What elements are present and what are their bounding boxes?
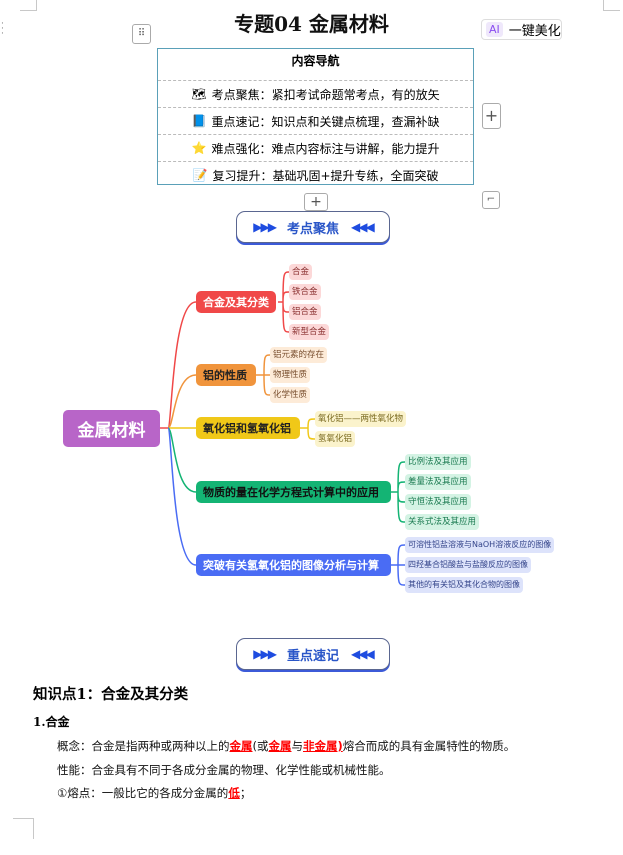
leaf-node: 比例法及其应用 [405, 454, 471, 470]
arrows-right-icon: ▶▶▶ [253, 647, 277, 661]
leaf-node: 化学性质 [270, 387, 311, 403]
leaf-node: 铁合金 [289, 284, 321, 300]
text: 熔合而成的具有金属特性的物质。 [342, 739, 516, 753]
leaf-node: 氢氧化铝 [315, 431, 356, 447]
text: ； [239, 786, 252, 800]
nav-row-text: 难点强化：难点内容标注与讲解，能力提升 [211, 141, 440, 156]
book-icon: 📘 [191, 114, 207, 128]
star-icon: ⭐ [191, 141, 207, 155]
leaf-node: 其他的有关铝及其化合物的图像 [405, 577, 523, 593]
branch-alumina-hydroxide: 氧化铝和氢氧化铝 [196, 417, 300, 439]
leaf-node: 守恒法及其应用 [405, 494, 471, 510]
content-nav-table: 内容导航 🗺 考点聚焦：紧扣考试命题常考点，有的放矢 📘 重点速记：知识点和关键点梳… [157, 48, 474, 185]
banner-label: 考点聚焦 [286, 221, 339, 237]
paragraph-concept: 概念：合金是指两种或两种以上的金属(或金属与非金属)熔合而成的具有金属特性的物质… [57, 738, 515, 754]
leaf-node: 合金 [289, 264, 313, 280]
add-row-button[interactable]: + [304, 193, 328, 211]
page-title: 专题04 金属材料 [234, 12, 389, 36]
text: 概念：合金是指两种或两种以上的 [57, 739, 230, 753]
nav-row: 📝 复习提升：基础巩固+提升专练，全面突破 [158, 162, 473, 188]
map-icon: 🗺 [191, 87, 207, 101]
leaf-node: 物理性质 [270, 367, 311, 383]
section-heading: 知识点1：合金及其分类 [33, 686, 189, 703]
table-move-handle-icon[interactable]: ⠿ [132, 24, 151, 44]
answer-text: 金属 [268, 739, 292, 753]
nav-row-text: 重点速记：知识点和关键点梳理，查漏补缺 [211, 114, 440, 129]
text: 与 [291, 739, 304, 753]
nav-row: ⭐ 难点强化：难点内容标注与讲解，能力提升 [158, 135, 473, 162]
branch-alloys: 合金及其分类 [196, 291, 276, 313]
leaf-node: 可溶性铝盐溶液与NaOH溶液反应的图像 [405, 537, 555, 553]
arrows-left-icon: ◀◀◀ [351, 220, 375, 234]
answer-text: 金属 [229, 739, 253, 753]
text: ) [337, 739, 343, 753]
subsection-heading: 1.合金 [33, 715, 70, 729]
leaf-node: 新型合金 [289, 324, 330, 340]
checklist-icon: 📝 [192, 168, 208, 182]
banner-key-notes: ▶▶▶ 重点速记 ◀◀◀ [236, 638, 390, 670]
banner-label: 重点速记 [286, 648, 339, 664]
ai-icon: AI [486, 22, 503, 37]
leaf-node: 关系式法及其应用 [405, 514, 480, 530]
margin-corner-mark [20, 0, 37, 11]
answer-text: 非金属 [303, 739, 338, 753]
ai-beautify-button[interactable]: AI 一键美化 [481, 19, 562, 40]
paragraph-melting-point: ①熔点：一般比它的各成分金属的低； [57, 785, 251, 801]
text: ①熔点：一般比它的各成分金属的 [57, 786, 229, 800]
add-column-button[interactable]: + [482, 103, 501, 129]
branch-hydroxide-graphs: 突破有关氢氧化铝的图像分析与计算 [196, 554, 391, 576]
leaf-node: 四羟基合铝酸盐与盐酸反应的图像 [405, 557, 531, 573]
ai-beautify-label: 一键美化 [508, 24, 561, 39]
leaf-node: 铝元素的存在 [270, 347, 328, 363]
margin-corner-mark [13, 818, 34, 839]
branch-mole-calculation: 物质的量在化学方程式计算中的应用 [196, 481, 391, 503]
nav-heading: 内容导航 [158, 49, 473, 81]
nav-row: 🗺 考点聚焦：紧扣考试命题常考点，有的放矢 [158, 81, 473, 108]
leaf-node: 差量法及其应用 [405, 474, 471, 490]
arrows-right-icon: ▶▶▶ [253, 220, 277, 234]
nav-row-text: 考点聚焦：紧扣考试命题常考点，有的放矢 [211, 87, 440, 102]
nav-row-text: 复习提升：基础巩固+提升专练，全面突破 [212, 168, 439, 183]
mindmap-root: 金属材料 [63, 410, 160, 447]
leaf-node: 氧化铝——两性氧化物 [315, 411, 407, 427]
paragraph-properties: 性能：合金具有不同于各成分金属的物理、化学性能或机械性能。 [57, 763, 391, 777]
answer-text: 低 [228, 786, 240, 800]
branch-aluminum-properties: 铝的性质 [196, 364, 256, 386]
resize-table-icon[interactable]: ⌐ [482, 191, 500, 209]
text: (或 [252, 739, 269, 753]
arrows-left-icon: ◀◀◀ [351, 647, 375, 661]
margin-corner-mark [603, 0, 620, 11]
nav-row: 📘 重点速记：知识点和关键点梳理，查漏补缺 [158, 108, 473, 135]
leaf-node: 铝合金 [289, 304, 321, 320]
banner-focus: ▶▶▶ 考点聚焦 ◀◀◀ [236, 211, 390, 243]
drag-handle-icon[interactable]: ··· [1, 19, 4, 39]
